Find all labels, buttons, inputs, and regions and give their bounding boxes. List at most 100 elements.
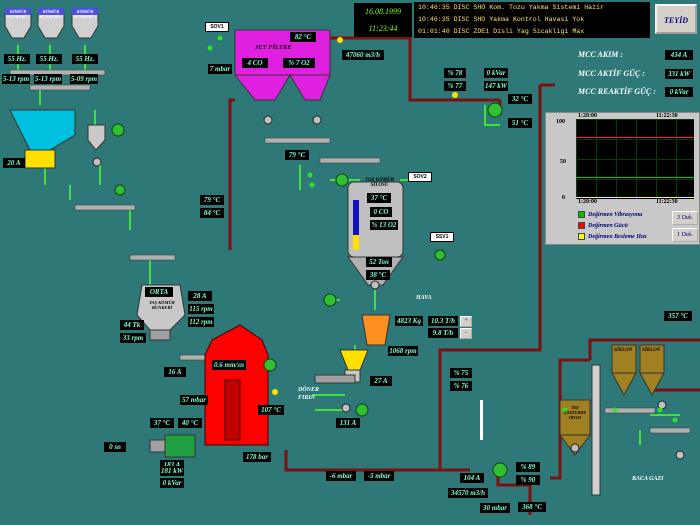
- jet-co: 4 CO: [242, 58, 268, 68]
- mcc-reactive-value: 0 kVar: [665, 87, 693, 97]
- mcc-reactive-label: MCC REAKTİF GÜÇ :: [578, 87, 656, 96]
- feed-amp: 27 A: [370, 376, 392, 386]
- hava-label: HAVA: [416, 295, 432, 301]
- stack: [591, 364, 601, 496]
- bottom-press: 30 mbar: [480, 503, 510, 513]
- valves: [92, 115, 685, 460]
- jet-top-temp: 82 °C: [290, 32, 316, 42]
- fan-kvar: 0 kVar: [484, 68, 508, 78]
- trend-grid: [576, 119, 694, 199]
- silo-ton: 52 Ton: [366, 257, 392, 267]
- legend-power: Değirmen Gücü: [578, 222, 628, 229]
- feed-decrease-button[interactable]: −: [460, 328, 472, 339]
- baca-gazi-label: BACA GAZI: [632, 476, 664, 482]
- feed-th: 10.3 T/h: [428, 316, 458, 326]
- legend-vibration: Değirmen Vibrasyonu: [578, 211, 643, 218]
- trend-line-vibration: [576, 177, 694, 178]
- cyclone-2: [639, 344, 665, 397]
- doner-firin-label: DÖNER FIRIN: [298, 387, 320, 401]
- mill-motor: [149, 434, 196, 458]
- fan-pct-2: % 77: [444, 81, 466, 91]
- jet-press: 7 mbar: [208, 64, 232, 74]
- trend-3min-button[interactable]: 3 Dak.: [672, 211, 698, 225]
- trend-panel: 1:20:00 11:22:30 100 50 0 1:20:00 11:22:…: [545, 112, 700, 245]
- crusher: [9, 109, 76, 169]
- dust-chamber-label: TOZ ÇÖKTÜRME ODASI: [563, 405, 587, 420]
- yellow-indicators: [272, 37, 458, 395]
- date-readout: 16.08.1999: [365, 7, 401, 16]
- hot-fan-pct-1: % 89: [516, 462, 540, 472]
- bunker-3-hz: 55 Hz.: [72, 54, 98, 64]
- duct-press-2: -5 mbar: [364, 471, 394, 481]
- motor-sn: 0 sn: [104, 442, 126, 452]
- wet-amp: 28 A: [188, 291, 212, 301]
- bunker-1-rpm: 5-13 rpm: [2, 74, 30, 84]
- trend-line-power: [576, 137, 694, 138]
- trend-time-start-bottom: 1:20:00: [578, 199, 597, 205]
- tag-sov2: SOV2: [408, 172, 432, 182]
- silo-co: 0 CO: [370, 207, 392, 217]
- bunker-3: [71, 8, 99, 39]
- cyclone-1: [611, 344, 637, 397]
- legend-label: Değirmen Vibrasyonu: [588, 211, 643, 218]
- fan-t1: 32 °C: [508, 94, 532, 104]
- legend-label: Değirmen Besleme Hızı: [588, 233, 647, 240]
- mcc-current-label: MCC AKIM :: [578, 50, 624, 59]
- wet-rpm-2: 112 rpm: [188, 317, 214, 327]
- trend-time-start: 1:20:00: [578, 113, 597, 119]
- alarm-item[interactable]: 10:46:35 DISC SHO Kom. Tozu Yakma Sistem…: [418, 4, 604, 11]
- bunker-3-rpm: 5-09 rpm: [70, 74, 98, 84]
- mcc-active-value: 331 kW: [665, 69, 693, 79]
- trend-y-tick: 100: [556, 119, 565, 125]
- belt-conveyors: [9, 69, 691, 434]
- legend-swatch: [578, 233, 585, 240]
- jet-o2: % 7 O2: [283, 58, 315, 68]
- feed-kg: 4823 Kg: [395, 316, 423, 326]
- confirm-button[interactable]: TEYİD: [655, 4, 697, 34]
- legend-swatch: [578, 211, 585, 218]
- silo-temp-1: 37 °C: [367, 193, 391, 203]
- blower-amp: 131 A: [336, 418, 360, 428]
- bottom-amp: 104 A: [460, 473, 484, 483]
- hot-fan-temp: 368 °C: [518, 502, 546, 512]
- trend-line-feed: [576, 197, 694, 198]
- trend-y-tick: 50: [560, 159, 566, 165]
- hot-pct-1: % 75: [450, 368, 472, 378]
- fan-kw: 147 kW: [484, 81, 508, 91]
- jet-dp: 84 °C: [200, 208, 224, 218]
- cyclone-2-label: SİKLON: [642, 348, 661, 353]
- tag-sov1: SOV1: [205, 22, 229, 32]
- jet-temp-in: 79 °C: [200, 195, 224, 205]
- trend-1min-button[interactable]: 1 Dak.: [672, 228, 698, 242]
- alarm-item[interactable]: 10:46:35 DISC SHO Yakma Kontrol Havasi Y…: [418, 16, 585, 23]
- trend-y-tick: 0: [562, 195, 565, 201]
- trend-time-end-bottom: 11:22:30: [656, 199, 678, 205]
- feed-set: 9.8 T/h: [428, 328, 458, 338]
- separator: [87, 124, 106, 151]
- legend-swatch: [578, 222, 585, 229]
- mill-vibration: 0.6 mm/sn: [212, 360, 246, 370]
- motor-kvar: 0 kVar: [160, 478, 184, 488]
- coal-mill: [204, 324, 269, 446]
- wet-amp-2: 44 Tk: [120, 320, 144, 330]
- mcc-current-value: 434 A: [665, 50, 693, 60]
- alarm-item[interactable]: 01:01:40 DISC ZDE1 Disli Yag Sicakligi M…: [418, 28, 585, 35]
- jet-flow: 47060 m3/h: [342, 50, 384, 60]
- legend-feed: Değirmen Besleme Hızı: [578, 233, 647, 240]
- feed-increase-button[interactable]: +: [460, 316, 472, 327]
- wet-rpm-1: 115 rpm: [188, 304, 214, 314]
- fan-t2: 51 °C: [508, 118, 532, 128]
- silo-label: TOZ KÖMÜR SİLOSU: [364, 178, 395, 188]
- silo-temp-2: 38 °C: [366, 270, 390, 280]
- time-readout: 11:23:44: [368, 24, 398, 33]
- bunker-1: [4, 8, 32, 39]
- bottom-flow: 34570 m3/h: [448, 488, 488, 498]
- bunker-1-label: KÖMÜR BUNKERİ 1: [6, 9, 30, 19]
- wet-bunker-label: YAŞ KÖMÜR BUNKERİ: [149, 300, 175, 310]
- jet-out-temp: 79 °C: [285, 150, 309, 160]
- white-pipe: [480, 400, 483, 440]
- alarm-list[interactable]: 10:46:35 DISC SHO Kom. Tozu Yakma Sistem…: [414, 2, 650, 38]
- motor-kw: 181 kW: [160, 466, 184, 476]
- motor-temp-1: 37 °C: [150, 418, 174, 428]
- legend-label: Değirmen Gücü: [588, 222, 628, 229]
